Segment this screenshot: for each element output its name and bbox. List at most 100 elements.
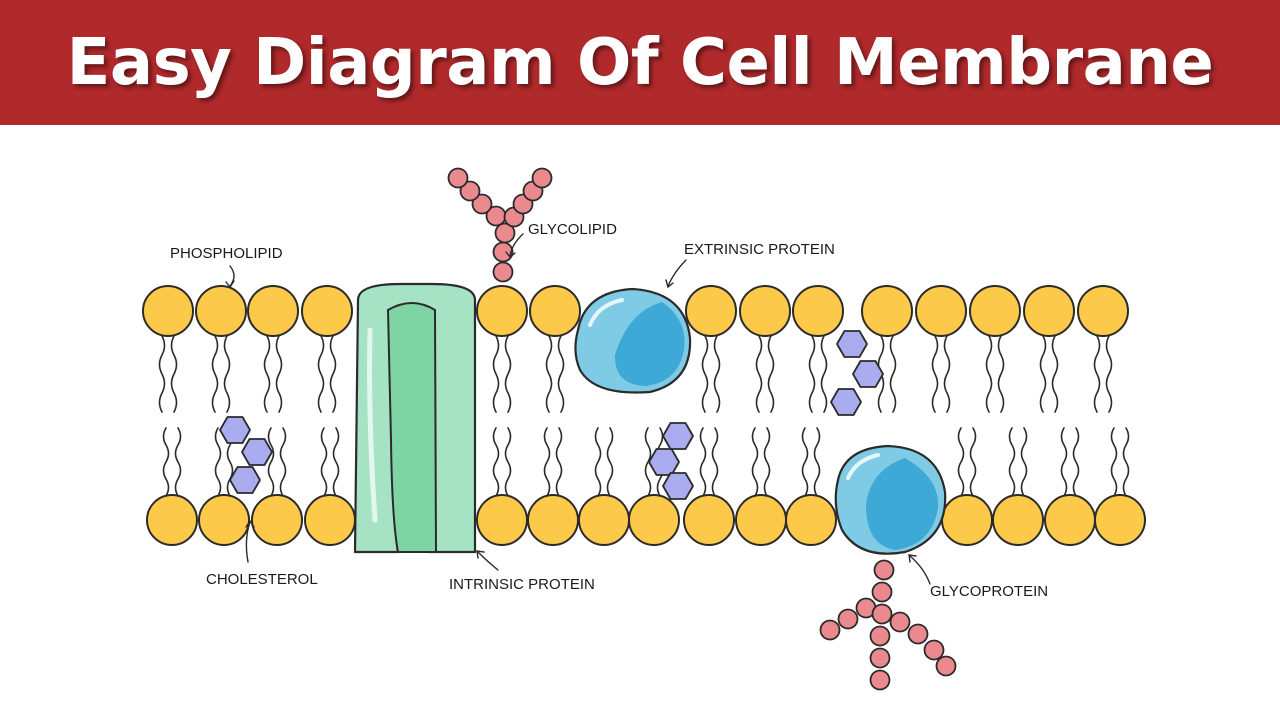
- fatty-acid-tail: [1008, 427, 1016, 497]
- sugar-unit: [819, 619, 841, 641]
- cholesterol-ring: [662, 422, 694, 450]
- fatty-acid-tail: [557, 335, 565, 413]
- fatty-acid-tail: [813, 427, 821, 497]
- fatty-acid-tail: [1105, 335, 1113, 413]
- fatty-acid-tail: [545, 335, 553, 413]
- cholesterol-ring: [241, 438, 273, 466]
- fatty-acid-tail: [969, 427, 977, 497]
- phospholipid-head: [1023, 285, 1075, 337]
- phospholipid-head: [304, 494, 356, 546]
- phospholipid-head: [915, 285, 967, 337]
- label-arrows: [225, 233, 931, 585]
- extrinsic-protein: [574, 287, 692, 394]
- sugar-unit: [494, 222, 516, 244]
- fatty-acid-tail: [543, 427, 551, 497]
- sugar-unit: [447, 167, 469, 189]
- phospholipid-heads: [142, 285, 1146, 546]
- phospholipid-head: [685, 285, 737, 337]
- cell-membrane-diagram: PHOSPHOLIPID GLYCOLIPID EXTRINSIC PROTEI…: [142, 167, 1146, 691]
- phospholipid-head: [785, 494, 837, 546]
- fatty-acid-tail: [1051, 335, 1059, 413]
- phospholipid-head: [146, 494, 198, 546]
- fatty-acid-tail: [1072, 427, 1080, 497]
- fatty-acid-tail: [211, 335, 219, 413]
- fatty-acid-tail: [275, 335, 283, 413]
- fatty-acid-tail: [504, 335, 512, 413]
- sugar-unit: [873, 559, 895, 581]
- fatty-acid-tail: [711, 427, 719, 497]
- label-glycoprotein: GLYCOPROTEIN: [930, 583, 1048, 600]
- sugar-unit: [459, 180, 481, 202]
- fatty-acid-tails: [158, 335, 1130, 497]
- phospholipid-head: [476, 494, 528, 546]
- fatty-acid-tail: [170, 335, 178, 413]
- fatty-acid-tail: [555, 427, 563, 497]
- sugar-unit: [907, 623, 929, 645]
- cholesterol-molecules: [219, 330, 884, 500]
- sugar-unit: [869, 625, 891, 647]
- carbohydrate-chains: [447, 167, 957, 691]
- sugar-unit: [869, 647, 891, 669]
- cholesterol-ring: [648, 448, 680, 476]
- cholesterol-ring: [662, 472, 694, 500]
- fatty-acid-tail: [755, 335, 763, 413]
- sugar-unit: [869, 669, 891, 691]
- fatty-acid-tail: [820, 335, 828, 413]
- fatty-acid-tail: [931, 335, 939, 413]
- fatty-acid-tail: [504, 427, 512, 497]
- label-extrinsic-protein: EXTRINSIC PROTEIN: [684, 241, 835, 258]
- label-glycolipid: GLYCOLIPID: [528, 221, 617, 238]
- fatty-acid-tail: [320, 427, 328, 497]
- label-cholesterol: CHOLESTEROL: [206, 571, 318, 588]
- phospholipid-head: [578, 494, 630, 546]
- phospholipid-head: [529, 285, 581, 337]
- phospholipid-head: [301, 285, 353, 337]
- label-phospholipid: PHOSPHOLIPID: [170, 245, 283, 262]
- sugar-unit: [871, 603, 893, 625]
- page-title: Easy Diagram Of Cell Membrane: [66, 25, 1214, 100]
- phospholipid-head: [142, 285, 194, 337]
- fatty-acid-tail: [263, 335, 271, 413]
- sugar-unit: [871, 581, 893, 603]
- label-intrinsic-protein: INTRINSIC PROTEIN: [449, 576, 595, 593]
- title-banner: Easy Diagram Of Cell Membrane: [0, 0, 1280, 125]
- phospholipid-head: [247, 285, 299, 337]
- fatty-acid-tail: [713, 335, 721, 413]
- phospholipid-head: [683, 494, 735, 546]
- cholesterol-ring: [852, 360, 884, 388]
- fatty-acid-tail: [763, 427, 771, 497]
- fatty-acid-tail: [492, 335, 500, 413]
- sugar-unit: [889, 611, 911, 633]
- fatty-acid-tail: [174, 427, 182, 497]
- fatty-acid-tail: [808, 335, 816, 413]
- sugar-unit: [923, 639, 945, 661]
- fatty-acid-tail: [699, 427, 707, 497]
- phospholipid-head: [792, 285, 844, 337]
- cholesterol-ring: [229, 466, 261, 494]
- sugar-unit: [935, 655, 957, 677]
- fatty-acid-tail: [594, 427, 602, 497]
- fatty-acid-tail: [332, 427, 340, 497]
- fatty-acid-tail: [1093, 335, 1101, 413]
- phospholipid-head: [198, 494, 250, 546]
- fatty-acid-tail: [957, 427, 965, 497]
- fatty-acid-tail: [267, 427, 275, 497]
- phospholipid-head: [1044, 494, 1096, 546]
- sugar-unit: [531, 167, 553, 189]
- fatty-acid-tail: [1020, 427, 1028, 497]
- fatty-acid-tail: [889, 335, 897, 413]
- phospholipid-head: [735, 494, 787, 546]
- phospholipid-head: [476, 285, 528, 337]
- phospholipid-head: [969, 285, 1021, 337]
- phospholipid-head: [195, 285, 247, 337]
- phospholipid-head: [992, 494, 1044, 546]
- fatty-acid-tail: [644, 427, 652, 497]
- phospholipid-head: [941, 494, 993, 546]
- fatty-acid-tail: [1122, 427, 1130, 497]
- cholesterol-ring: [830, 388, 862, 416]
- sugar-unit: [837, 608, 859, 630]
- sugar-unit: [492, 241, 514, 263]
- phospholipid-head: [1094, 494, 1146, 546]
- sugar-unit: [492, 261, 514, 283]
- fatty-acid-tail: [162, 427, 170, 497]
